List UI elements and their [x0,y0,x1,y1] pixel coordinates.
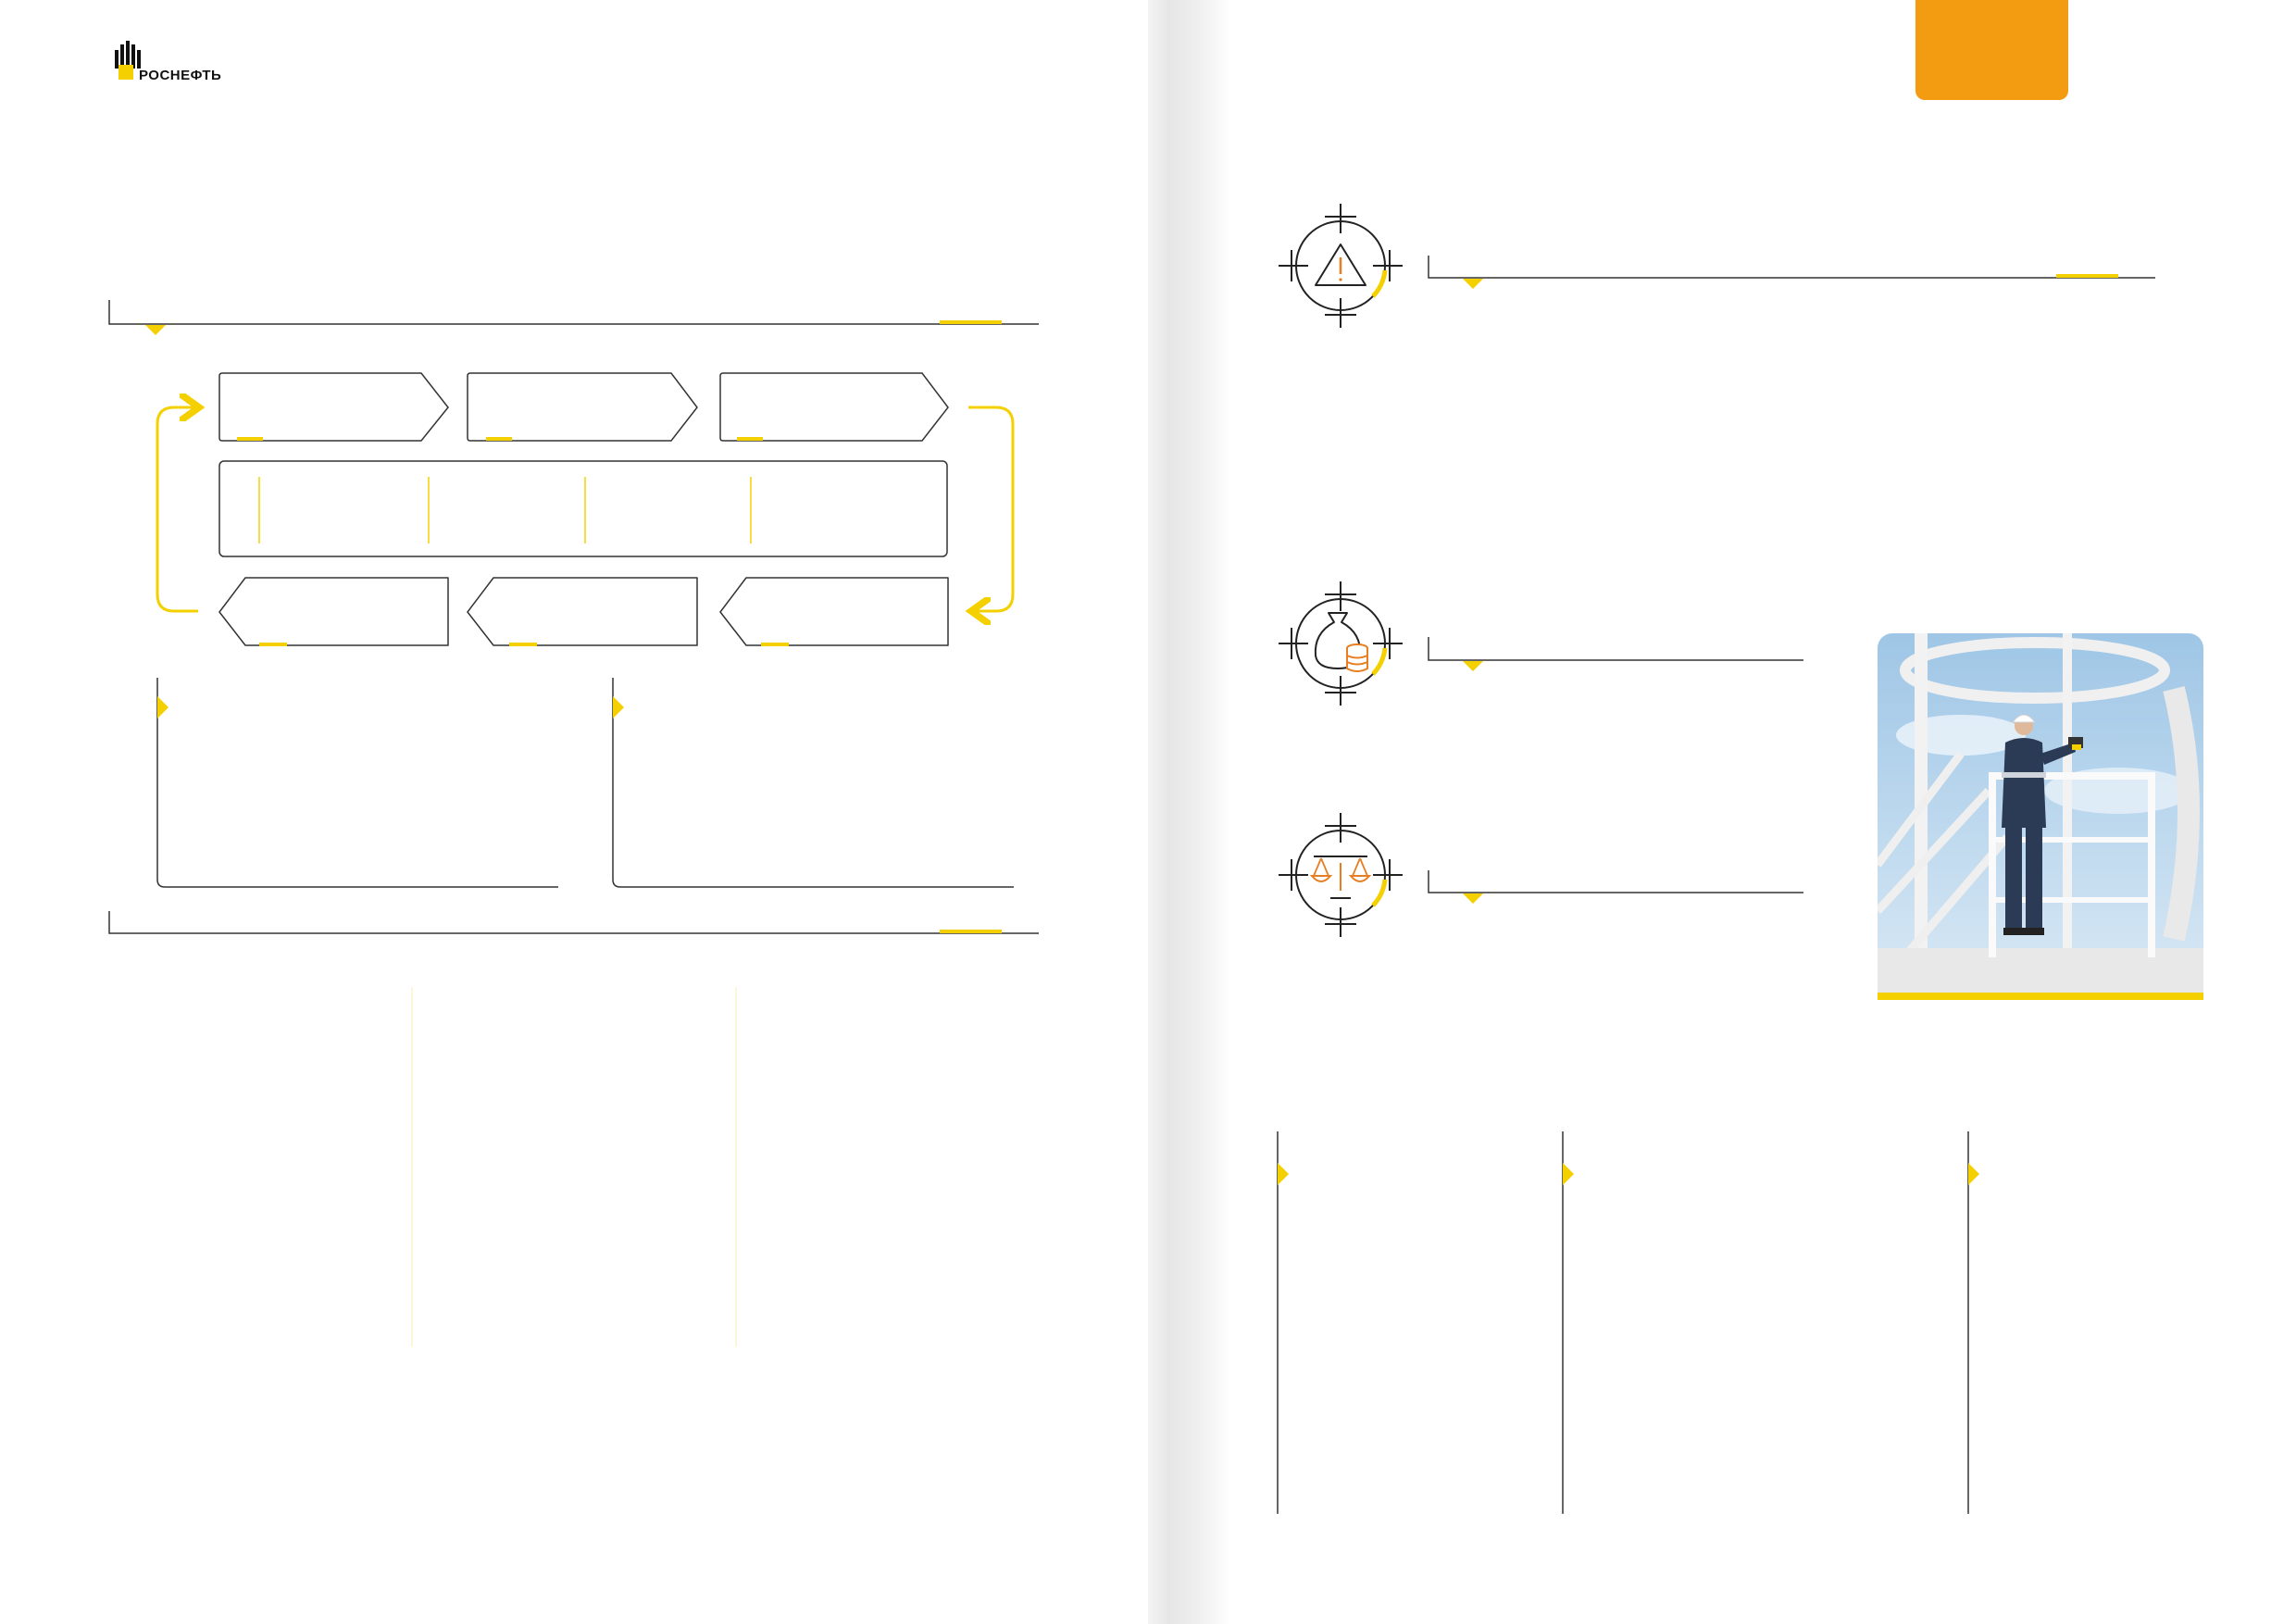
step-box-1 [218,372,449,442]
cycle-arrow-left [156,407,198,613]
book-gutter [1148,0,1231,1624]
brand-name: РОСНЕФТЬ [139,68,222,83]
step-box-5 [467,577,698,646]
step-box-2 [467,372,698,442]
column-rule-2 [1562,1131,1574,1514]
target-warning-icon [1279,204,1403,328]
target-money-bag-coins-icon [1279,581,1403,706]
photo-illustration [1878,633,2203,998]
step-box-3 [719,372,949,442]
worker-on-platform-image [1878,633,2203,998]
process-scheme [108,300,1039,1347]
column-rule-3 [1967,1131,1979,1514]
step-box-6 [719,577,949,646]
step-box-4 [218,577,449,646]
photo-accent-bar [1878,993,2203,1000]
heading-rule-3 [1428,870,1803,904]
target-scales-icon [1279,813,1403,937]
cycle-arrow-right [968,406,1015,611]
heading-rule-2 [1428,637,1803,671]
frame-rule-bottom [108,911,1039,934]
column-rule-1 [1277,1131,1289,1514]
bracket-column-1 [156,678,558,888]
section-tab [1915,0,2068,100]
left-page: РОСНЕФТЬ [108,37,1039,1347]
bracket-column-2 [612,678,1014,888]
central-box [218,460,948,557]
rosneft-logo-icon [115,41,141,80]
brand-logo: РОСНЕФТЬ [111,37,241,83]
frame-rule-top [108,300,1039,335]
heading-rule-1 [1428,256,2155,289]
